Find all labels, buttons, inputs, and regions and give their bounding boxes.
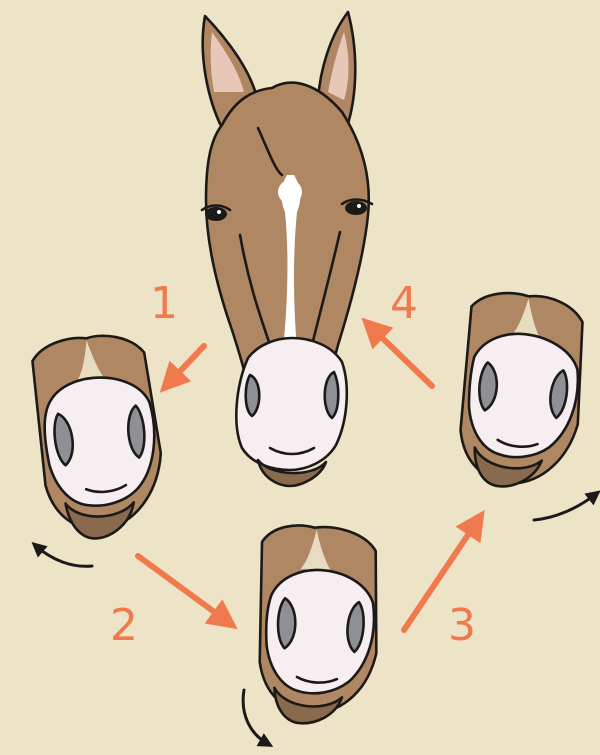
muzzle-right-view xyxy=(453,289,591,494)
right-nostril xyxy=(325,372,339,418)
step-arrow-1 xyxy=(168,346,204,384)
step-label-2: 2 xyxy=(110,600,138,651)
horse-head-front-view xyxy=(202,12,372,486)
step-label-4: 4 xyxy=(390,278,418,329)
rotation-arrow-right xyxy=(534,494,596,520)
rotation-arrow-left xyxy=(36,546,92,566)
step-arrow-2 xyxy=(138,556,228,622)
step-arrow-4 xyxy=(370,326,432,386)
muzzle-bottom-view xyxy=(253,524,383,727)
muzzle-left-view xyxy=(31,330,169,543)
rotation-arrow-bottom xyxy=(243,690,268,744)
step-label-1: 1 xyxy=(150,278,178,329)
left-nostril xyxy=(246,375,260,416)
step-label-3: 3 xyxy=(448,600,476,651)
